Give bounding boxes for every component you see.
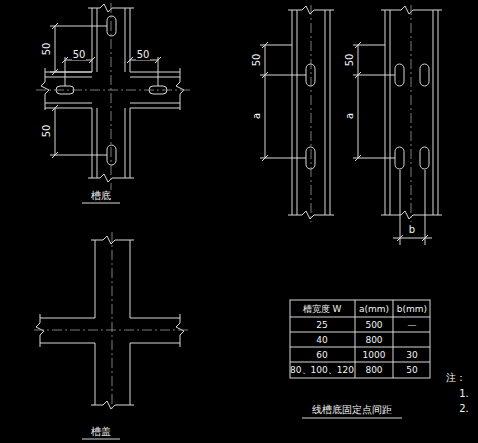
table-cell: 50 [405, 366, 418, 375]
table-cell: 40 [315, 336, 328, 345]
table-cell: 30 [405, 351, 418, 360]
table-cell: 60 [315, 351, 328, 360]
table-cell: 1000 [362, 351, 387, 360]
dimension-label: 注： [445, 373, 467, 383]
dimension-label: 50 [42, 42, 52, 57]
table-cell: — [407, 321, 418, 330]
dimension-label: 50 [345, 53, 355, 68]
table-cell: 800 [364, 366, 383, 375]
table-caption: 线槽底固定点间距 [311, 405, 393, 415]
dimension-label: 50 [72, 50, 87, 60]
table-cell: b(mm) [396, 305, 428, 314]
dimension-label: 槽底 [90, 191, 112, 201]
table-cell: 25 [315, 321, 328, 330]
dimension-label: a [345, 112, 355, 120]
table-cell: 800 [364, 336, 383, 345]
dimension-label: 50 [136, 50, 151, 60]
dimension-label: 50 [42, 124, 52, 139]
dimension-label: 2. [458, 404, 470, 414]
table-cell: a(mm) [358, 305, 390, 314]
table-cell: 500 [364, 321, 383, 330]
dimension-label: 槽盖 [90, 427, 112, 437]
table-cell: 80、100、120 [289, 366, 355, 375]
table-cell: 槽宽度 W [302, 305, 343, 314]
dimension-label: 1. [458, 389, 470, 399]
dimension-label: 50 [252, 53, 262, 68]
dimension-label: b [408, 225, 416, 235]
dimension-label: a [252, 112, 262, 120]
